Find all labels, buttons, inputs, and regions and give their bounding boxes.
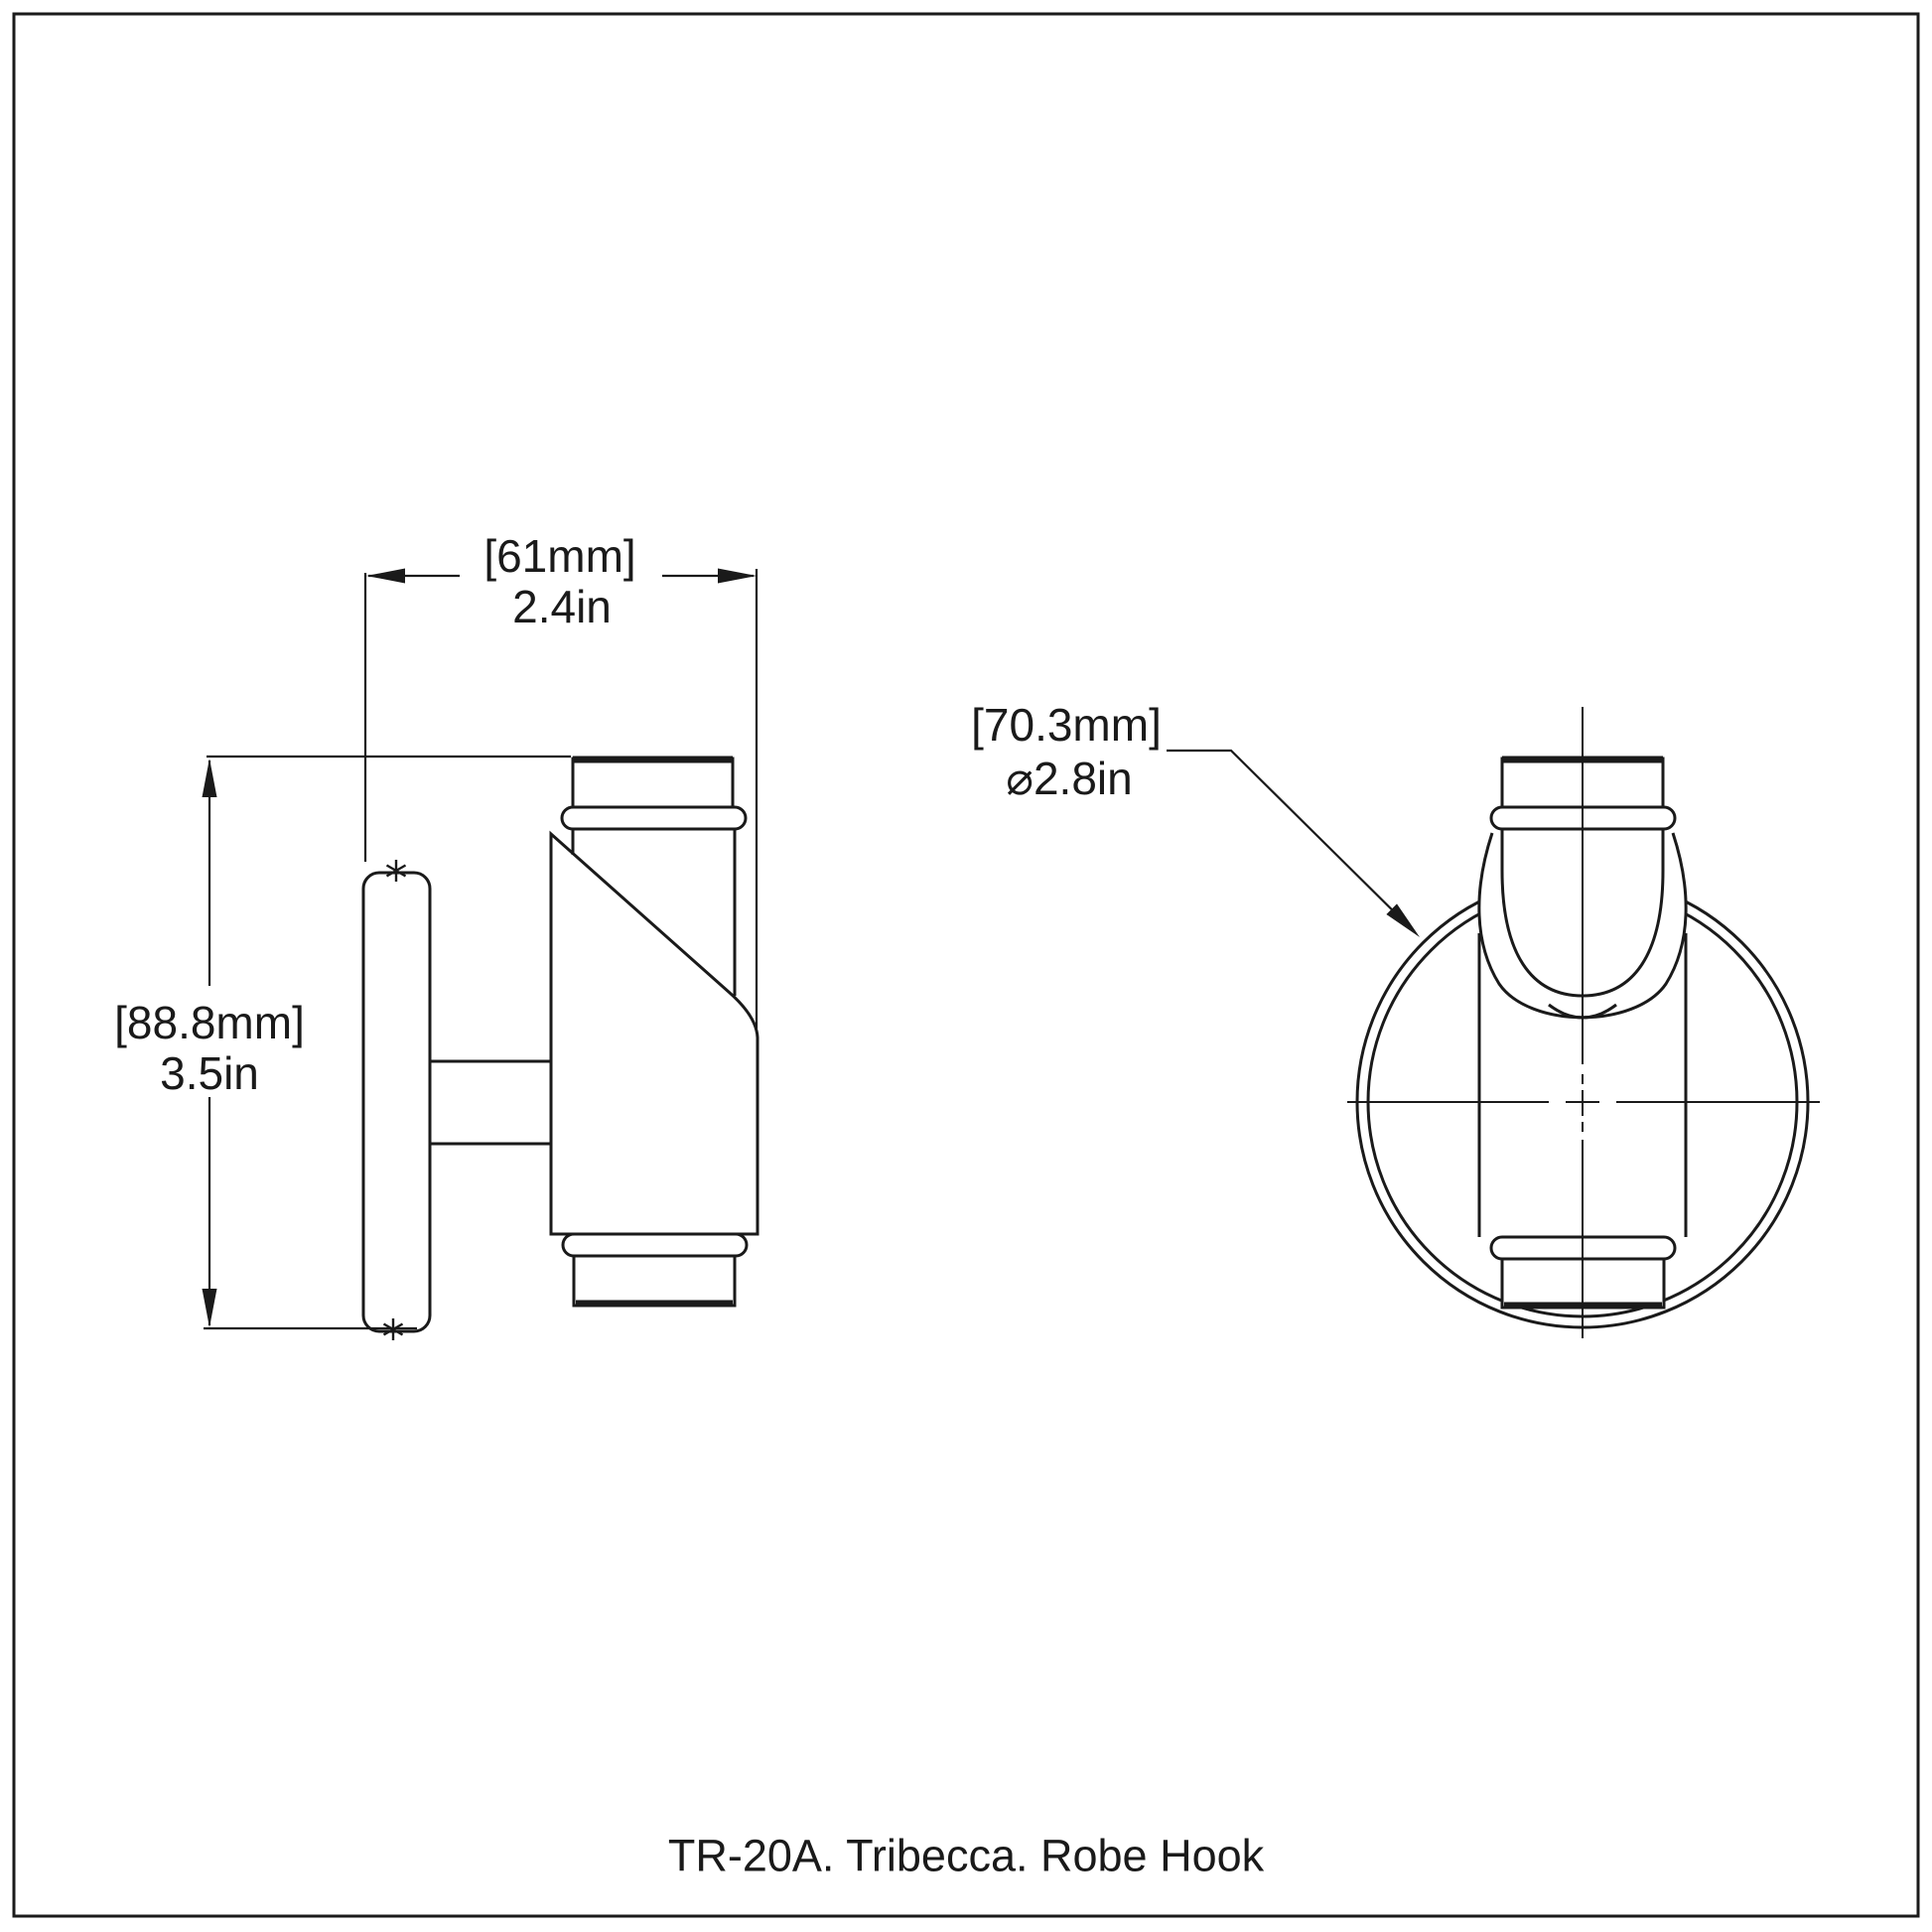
- diameter-dimension: [70.3mm] ⌀2.8in: [971, 699, 1162, 804]
- border-frame: [12, 12, 1920, 1918]
- hook-top-cap-side: [571, 757, 735, 809]
- measure-marker-top-icon: [385, 860, 407, 882]
- wall-plate-side: [361, 871, 432, 1333]
- hook-body-side: [549, 830, 759, 1236]
- dim-arrow-up-icon: [202, 759, 217, 797]
- mount-post: [430, 1059, 560, 1146]
- leader-arrowhead-icon: [1386, 903, 1420, 937]
- hook-bottom-bead-side: [561, 1232, 749, 1258]
- diameter-dim-imperial: ⌀2.8in: [1006, 753, 1132, 804]
- width-dim-imperial: 2.4in: [512, 581, 612, 632]
- dim-arrow-left-icon: [366, 568, 405, 584]
- hook-top-bead-side: [560, 805, 748, 831]
- dim-arrow-down-icon: [202, 1289, 217, 1327]
- width-dim-metric: [61mm]: [483, 530, 635, 582]
- caption: TR-20A. Tribecca. Robe Hook: [668, 1831, 1265, 1881]
- dim-arrow-right-icon: [718, 568, 757, 584]
- width-dimension: [61mm] 2.4in: [363, 530, 759, 1029]
- front-view: [70.3mm] ⌀2.8in: [971, 699, 1820, 1338]
- diameter-leader: [1167, 749, 1420, 937]
- diameter-dim-metric: [70.3mm]: [971, 699, 1162, 751]
- side-view: [61mm] 2.4in [88.8mm] 3.5in: [114, 530, 759, 1340]
- height-dim-metric: [88.8mm]: [114, 997, 305, 1048]
- hook-bottom-cap-side: [572, 1254, 737, 1308]
- height-dim-imperial: 3.5in: [160, 1047, 259, 1099]
- height-dimension: [88.8mm] 3.5in: [114, 755, 571, 1330]
